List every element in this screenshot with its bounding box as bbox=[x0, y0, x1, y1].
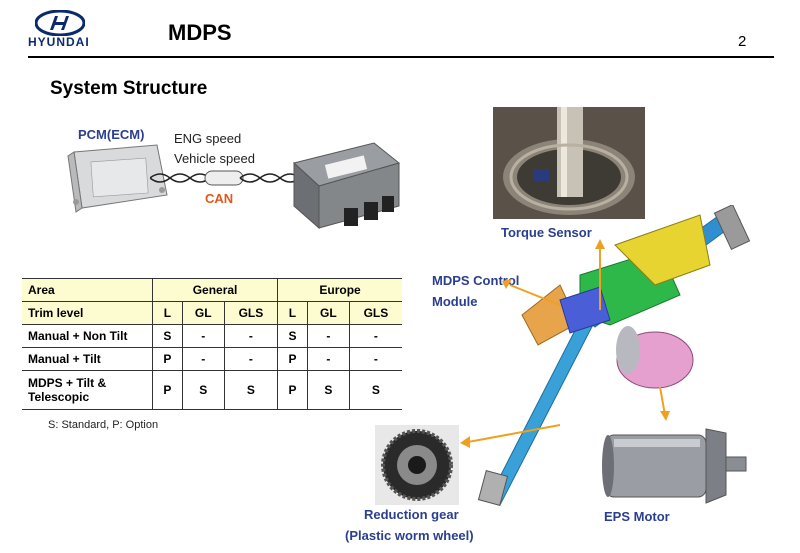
table-cell: - bbox=[306, 324, 350, 348]
table-cell: - bbox=[181, 324, 225, 348]
table-row: Manual + Non Tilt S - - S - - bbox=[22, 324, 402, 348]
page-number: 2 bbox=[738, 33, 747, 50]
eps-motor-photo bbox=[602, 428, 747, 504]
hyundai-logo-icon bbox=[35, 10, 85, 36]
table-header-cell: General bbox=[151, 278, 278, 302]
table-cell: S bbox=[181, 370, 225, 410]
control-module-caption-line2: Module bbox=[432, 294, 478, 309]
pcm-label: PCM(ECM) bbox=[78, 127, 145, 142]
table-row: MDPS + Tilt & Telescopic P S S P S S bbox=[22, 370, 402, 410]
header-divider bbox=[28, 56, 774, 58]
table-cell: S bbox=[223, 370, 278, 410]
control-module-caption-line1: MDPS Control bbox=[432, 273, 520, 288]
table-header-row: Trim level L GL GLS L GL GLS bbox=[22, 301, 402, 325]
table-cell: P bbox=[152, 347, 183, 371]
brand-wordmark: HYUNDAI bbox=[28, 35, 90, 49]
steering-column-illustration bbox=[460, 205, 751, 506]
table-header-cell: Area bbox=[22, 278, 153, 302]
table-cell: - bbox=[306, 347, 350, 371]
table-cell: Manual + Tilt bbox=[22, 347, 153, 371]
table-cell: Manual + Non Tilt bbox=[22, 324, 153, 348]
can-label: CAN bbox=[205, 191, 234, 206]
table-cell: - bbox=[223, 324, 278, 348]
table-cell: - bbox=[181, 347, 225, 371]
table-header-cell: GLS bbox=[348, 301, 402, 325]
table-header-cell: L bbox=[277, 301, 308, 325]
table-header-cell: GL bbox=[181, 301, 225, 325]
torque-sensor-photo bbox=[493, 107, 645, 219]
torque-sensor-caption: Torque Sensor bbox=[501, 225, 592, 240]
table-cell: - bbox=[223, 347, 278, 371]
table-row: Manual + Tilt P - - P - - bbox=[22, 347, 402, 371]
table-header-cell: L bbox=[152, 301, 183, 325]
eps-motor-caption: EPS Motor bbox=[604, 509, 670, 524]
vehicle-speed-label: Vehicle speed bbox=[174, 151, 255, 166]
reduction-gear-caption-line2: (Plastic worm wheel) bbox=[345, 528, 474, 543]
table-cell: S bbox=[348, 370, 402, 410]
table-cell: P bbox=[152, 370, 183, 410]
table-cell: S bbox=[277, 324, 308, 348]
table-cell: - bbox=[348, 347, 402, 371]
table-cell: P bbox=[277, 370, 308, 410]
table-header-row: Area General Europe bbox=[22, 278, 402, 302]
table-header-cell: GL bbox=[306, 301, 350, 325]
mdps-control-module-illustration bbox=[292, 142, 401, 230]
table-cell: S bbox=[152, 324, 183, 348]
table-cell: P bbox=[277, 347, 308, 371]
page-title: MDPS bbox=[168, 20, 232, 45]
table-header-cell: GLS bbox=[223, 301, 278, 325]
can-twisted-wire-illustration bbox=[150, 170, 300, 186]
section-title: System Structure bbox=[50, 78, 208, 99]
table-cell: S bbox=[306, 370, 350, 410]
reduction-gear-photo bbox=[375, 425, 459, 505]
table-cell: MDPS + Tilt & Telescopic bbox=[22, 370, 153, 410]
table-header-cell: Europe bbox=[277, 278, 402, 302]
table-legend-note: S: Standard, P: Option bbox=[48, 419, 159, 431]
eng-speed-label: ENG speed bbox=[174, 131, 242, 146]
pcm-unit-illustration bbox=[67, 144, 168, 213]
table-header-cell: Trim level bbox=[22, 301, 153, 325]
trim-spec-table: Area General Europe Trim level L GL GLS … bbox=[22, 278, 402, 410]
reduction-gear-caption-line1: Reduction gear bbox=[364, 507, 459, 522]
table-cell: - bbox=[348, 324, 402, 348]
